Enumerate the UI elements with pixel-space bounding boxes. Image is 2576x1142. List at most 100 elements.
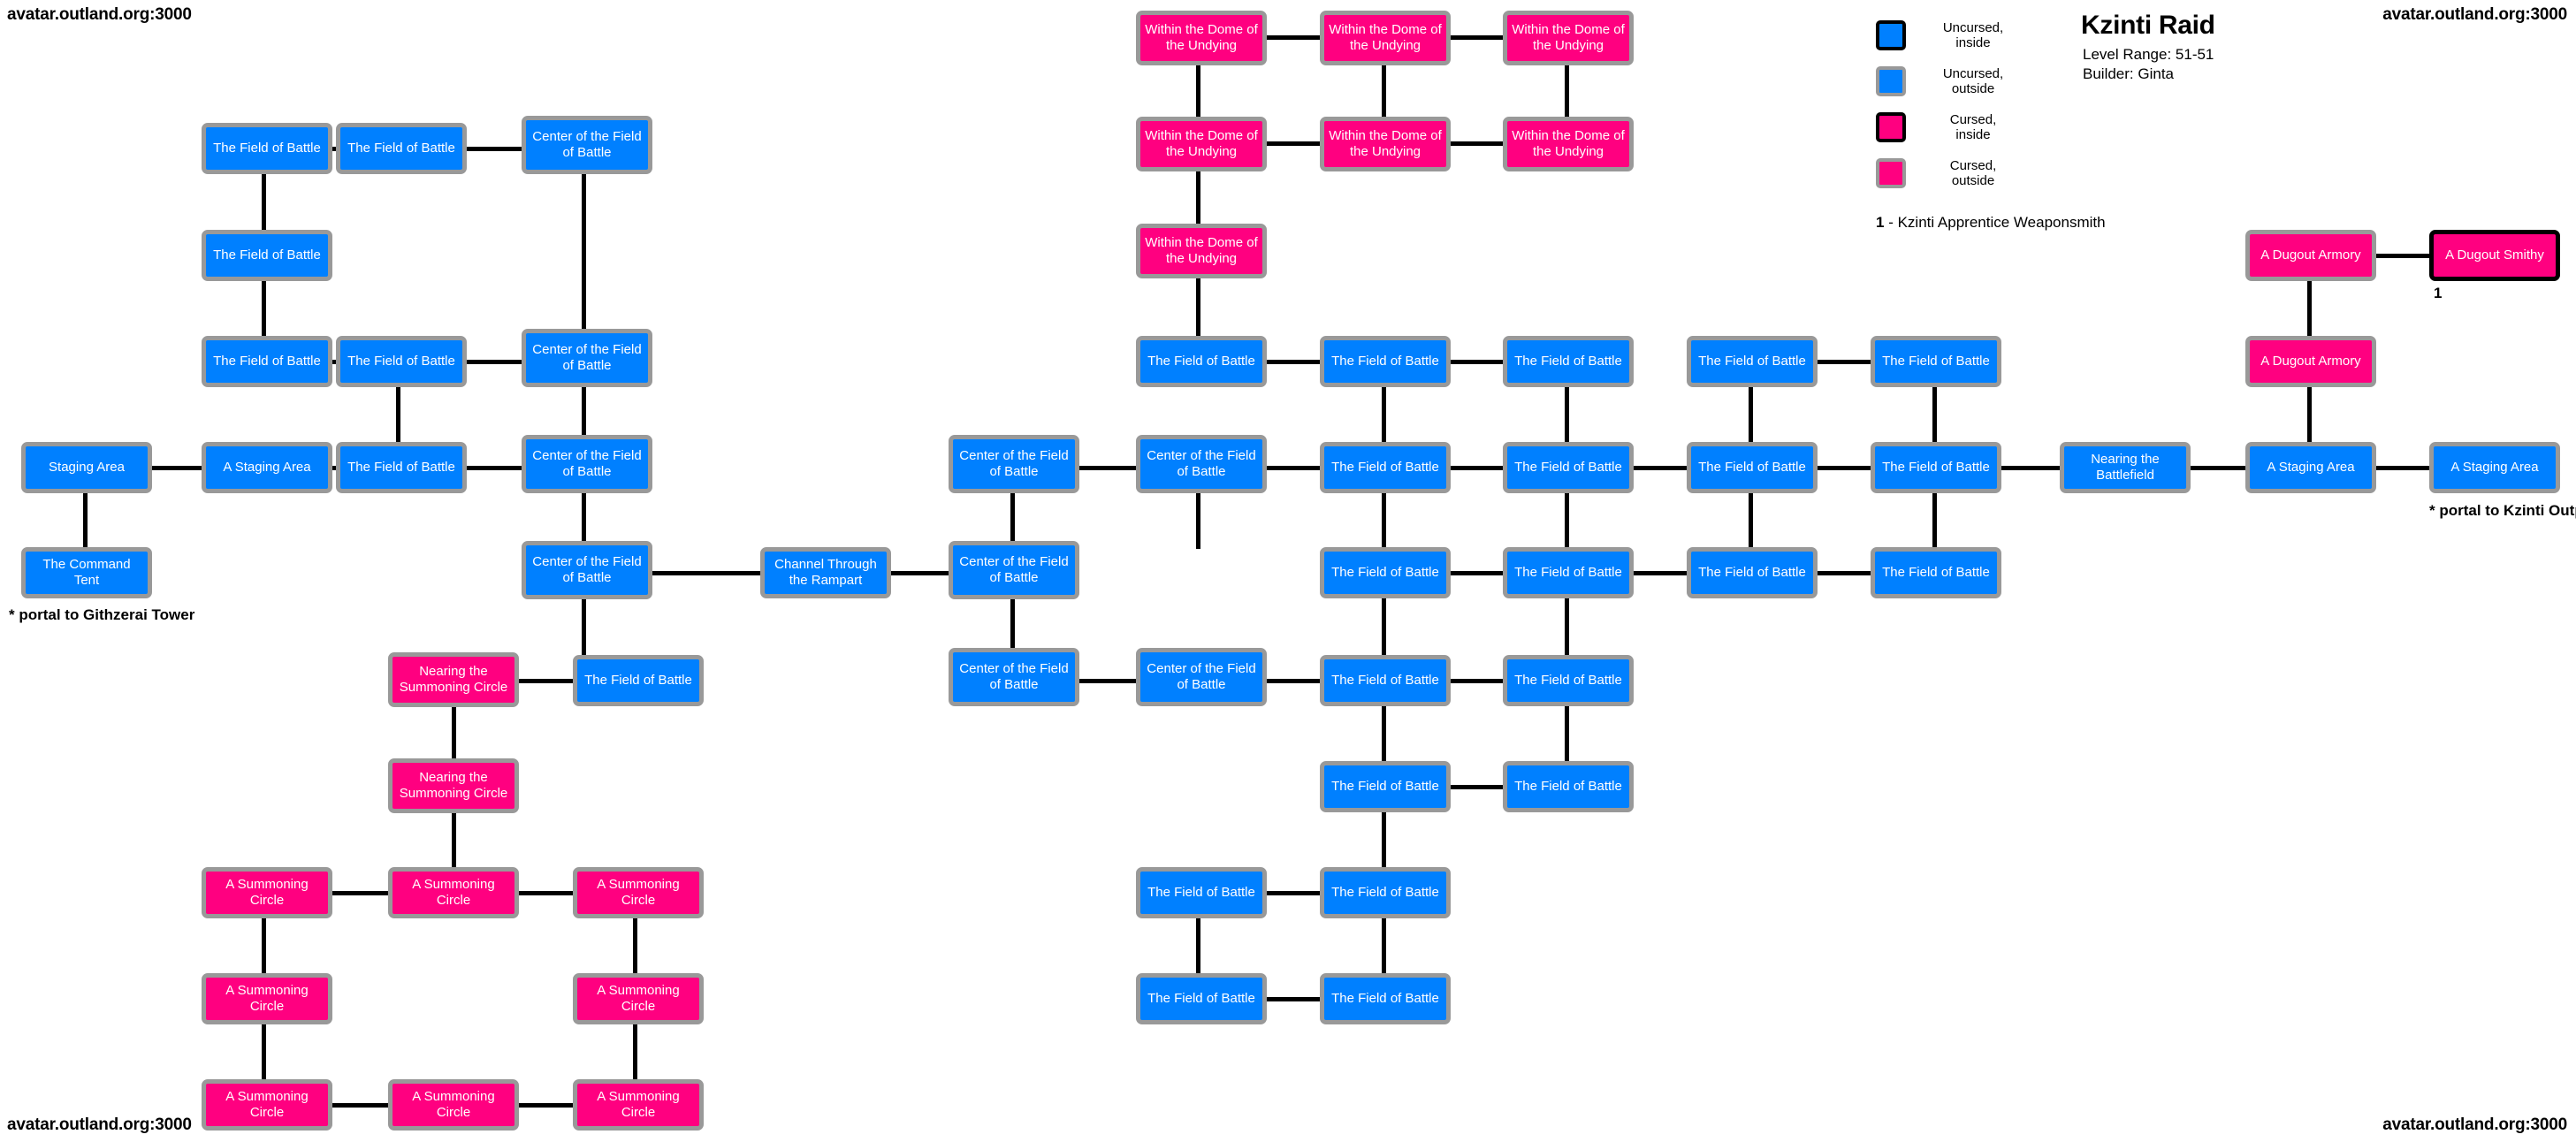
room-label: A Summoning Circle <box>597 1089 680 1120</box>
room-node[interactable]: Nearing the Summoning Circle <box>388 758 519 813</box>
room-node[interactable]: A Staging Area <box>2429 442 2560 493</box>
room-node[interactable]: The Field of Battle <box>336 123 467 174</box>
room-label: The Field of Battle <box>1514 460 1622 476</box>
room-node[interactable]: The Field of Battle <box>1136 973 1267 1024</box>
connector-line <box>2191 465 2247 470</box>
connector-line <box>332 359 338 364</box>
room-node[interactable]: The Field of Battle <box>1136 336 1267 387</box>
room-node[interactable]: The Field of Battle <box>1320 973 1451 1024</box>
room-node[interactable]: A Summoning Circle <box>202 867 332 918</box>
room-node[interactable]: The Field of Battle <box>1320 655 1451 706</box>
room-node[interactable]: The Field of Battle <box>202 230 332 281</box>
room-label: The Field of Battle <box>213 141 321 156</box>
room-node[interactable]: A Summoning Circle <box>388 867 519 918</box>
room-label: Nearing the Summoning Circle <box>399 770 508 801</box>
room-node[interactable]: A Summoning Circle <box>388 1079 519 1131</box>
room-label: Within the Dome of the Undying <box>1145 235 1258 266</box>
room-node[interactable]: The Field of Battle <box>1687 442 1818 493</box>
room-node[interactable]: The Field of Battle <box>1871 442 2001 493</box>
room-node[interactable]: The Field of Battle <box>202 123 332 174</box>
room-node[interactable]: A Staging Area <box>202 442 332 493</box>
room-node[interactable]: The Command Tent <box>21 547 152 598</box>
room-node[interactable]: The Field of Battle <box>336 336 467 387</box>
room-node[interactable]: The Field of Battle <box>1503 336 1634 387</box>
room-node[interactable]: Staging Area <box>21 442 152 493</box>
connector-line <box>1010 599 1015 650</box>
room-node[interactable]: Center of the Field of Battle <box>522 116 652 174</box>
room-node[interactable]: A Summoning Circle <box>573 867 704 918</box>
room-node[interactable]: The Field of Battle <box>1320 442 1451 493</box>
room-node[interactable]: The Field of Battle <box>1871 336 2001 387</box>
connector-line <box>1079 465 1138 470</box>
room-node[interactable]: A Summoning Circle <box>202 1079 332 1131</box>
connector-line <box>332 146 338 151</box>
room-node[interactable]: Center of the Field of Battle <box>949 541 1079 599</box>
connector-line <box>1451 34 1505 40</box>
room-label: The Field of Battle <box>1514 354 1622 369</box>
room-node[interactable]: Center of the Field of Battle <box>949 648 1079 706</box>
room-label: The Field of Battle <box>1331 991 1439 1007</box>
room-node[interactable]: Within the Dome of the Undying <box>1320 11 1451 65</box>
room-node[interactable]: The Field of Battle <box>1871 547 2001 598</box>
room-node[interactable]: The Field of Battle <box>573 655 704 706</box>
room-label: A Staging Area <box>2267 460 2355 476</box>
room-node[interactable]: Center of the Field of Battle <box>1136 648 1267 706</box>
room-node[interactable]: Channel Through the Rampart <box>760 547 891 598</box>
room-node[interactable]: A Summoning Circle <box>573 973 704 1024</box>
room-node[interactable]: Within the Dome of the Undying <box>1320 117 1451 171</box>
connector-line <box>519 890 575 895</box>
connector-line <box>1634 570 1688 575</box>
legend-item-uncursed-outside: Uncursed,outside <box>1876 58 2141 104</box>
map-legend: Uncursed,inside Uncursed,outside Cursed,… <box>1876 12 2141 196</box>
room-label: Center of the Field of Battle <box>959 448 1069 479</box>
connector-line <box>152 465 203 470</box>
room-node[interactable]: A Dugout Smithy <box>2429 230 2560 281</box>
connector-line <box>261 281 266 338</box>
room-node[interactable]: The Field of Battle <box>1320 867 1451 918</box>
room-label: The Field of Battle <box>347 141 455 156</box>
room-node[interactable]: Center of the Field of Battle <box>522 541 652 599</box>
connector-line <box>1564 387 1569 444</box>
room-node[interactable]: A Dugout Armory <box>2245 230 2376 281</box>
watermark-bottom-right: avatar.outland.org:3000 <box>2382 1115 2567 1134</box>
room-node[interactable]: The Field of Battle <box>202 336 332 387</box>
room-node[interactable]: Within the Dome of the Undying <box>1503 117 1634 171</box>
legend-swatch-cursed-outside-icon <box>1876 158 1906 188</box>
room-node[interactable]: Nearing the Battlefield <box>2060 442 2191 493</box>
room-node[interactable]: Center of the Field of Battle <box>522 329 652 387</box>
room-node[interactable]: Center of the Field of Battle <box>949 435 1079 493</box>
watermark-top-left: avatar.outland.org:3000 <box>7 5 192 24</box>
room-node[interactable]: Center of the Field of Battle <box>522 435 652 493</box>
room-node[interactable]: A Staging Area <box>2245 442 2376 493</box>
room-node[interactable]: A Dugout Armory <box>2245 336 2376 387</box>
legend-swatch-cursed-inside-icon <box>1876 112 1906 142</box>
room-node[interactable]: A Summoning Circle <box>573 1079 704 1131</box>
room-node[interactable]: The Field of Battle <box>1503 547 1634 598</box>
connector-line <box>467 465 523 470</box>
room-node[interactable]: Within the Dome of the Undying <box>1136 117 1267 171</box>
room-node[interactable]: The Field of Battle <box>1503 442 1634 493</box>
room-label: Center of the Field of Battle <box>959 661 1069 692</box>
legend-footnote-number: 1 <box>1876 214 1885 231</box>
room-node[interactable]: Within the Dome of the Undying <box>1503 11 1634 65</box>
room-node[interactable]: The Field of Battle <box>1687 336 1818 387</box>
connector-line <box>1010 493 1015 543</box>
room-node[interactable]: Within the Dome of the Undying <box>1136 11 1267 65</box>
connector-line <box>1195 918 1200 975</box>
room-node[interactable]: Center of the Field of Battle <box>1136 435 1267 493</box>
room-node[interactable]: The Field of Battle <box>1320 336 1451 387</box>
room-node[interactable]: Within the Dome of the Undying <box>1136 224 1267 278</box>
room-node[interactable]: Nearing the Summoning Circle <box>388 652 519 707</box>
connector-line <box>451 707 456 760</box>
connector-line <box>1451 465 1505 470</box>
room-node[interactable]: The Field of Battle <box>1503 655 1634 706</box>
room-node[interactable]: The Field of Battle <box>1503 761 1634 812</box>
room-node[interactable]: The Field of Battle <box>1320 761 1451 812</box>
legend-swatch-uncursed-inside-icon <box>1876 20 1906 50</box>
room-node[interactable]: A Summoning Circle <box>202 973 332 1024</box>
room-node[interactable]: The Field of Battle <box>336 442 467 493</box>
connector-line <box>1195 278 1200 339</box>
room-node[interactable]: The Field of Battle <box>1320 547 1451 598</box>
room-node[interactable]: The Field of Battle <box>1136 867 1267 918</box>
room-node[interactable]: The Field of Battle <box>1687 547 1818 598</box>
